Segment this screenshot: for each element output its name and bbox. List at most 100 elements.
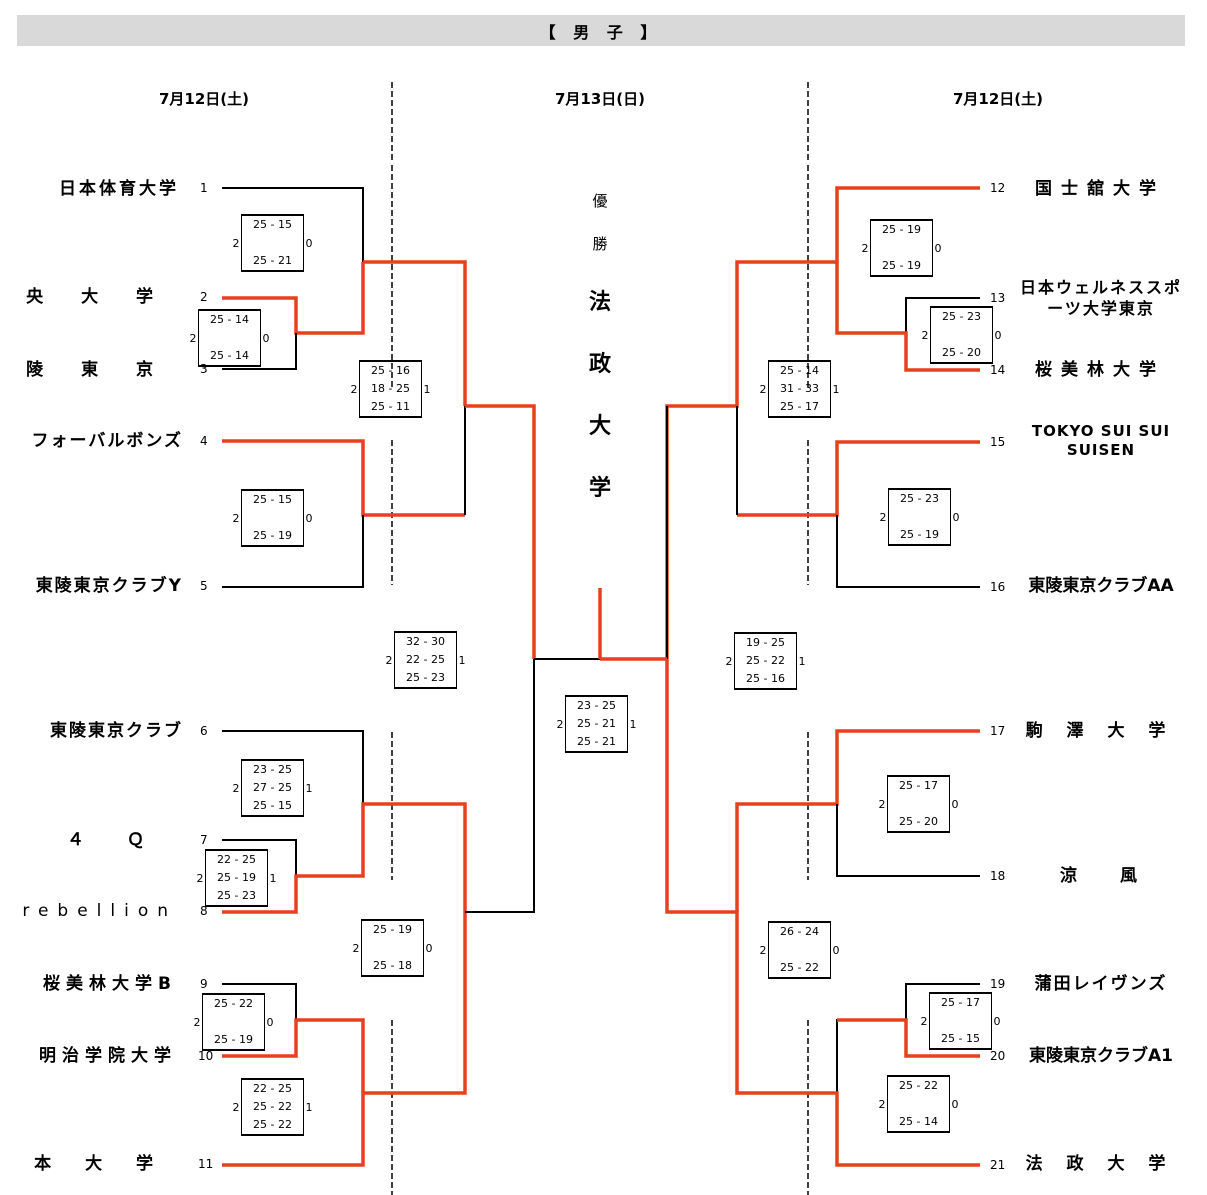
sets-won-right: 0 xyxy=(262,331,270,345)
set-score: 25 - 22 xyxy=(253,1100,292,1113)
set-score: 26 - 24 xyxy=(780,925,819,938)
set-score: 25 - 23 xyxy=(406,671,445,684)
set-score: 23 - 25 xyxy=(577,699,616,712)
team-seed: 9 xyxy=(200,977,208,991)
bracket-line-11-win xyxy=(222,912,467,1167)
team-seed: 11 xyxy=(198,1157,214,1171)
set-score xyxy=(900,508,939,526)
team-seed: 13 xyxy=(990,291,1006,305)
team-seed: 3 xyxy=(200,362,208,376)
bracket-close xyxy=(823,360,831,418)
sets-won-right: 0 xyxy=(425,941,433,955)
bracket-open xyxy=(202,993,209,1051)
sets-won-right: 1 xyxy=(305,1100,313,1114)
team-seed: 8 xyxy=(200,904,208,918)
bracket-line-13 xyxy=(905,297,980,333)
set-score: 25 - 20 xyxy=(899,815,938,828)
set-score: 25 - 15 xyxy=(253,799,292,812)
team-seed: 21 xyxy=(990,1158,1006,1172)
bracket-close xyxy=(416,919,424,977)
set-score: 31 - 33 xyxy=(780,382,819,395)
sets-won-left: 2 xyxy=(878,1097,886,1111)
team-name: 蒲田レイヴンズ xyxy=(1034,974,1168,994)
set-score: 27 - 25 xyxy=(253,781,292,794)
bracket-open xyxy=(361,919,368,977)
team-name: 中 央 大 学 xyxy=(0,287,169,307)
team-name: 日本体育大学 xyxy=(59,179,179,199)
bracket-open xyxy=(241,759,248,817)
team-name: 桜美林大学B xyxy=(43,974,177,994)
team-name: 東 陵 東 京 xyxy=(0,360,169,380)
bracket-close xyxy=(296,1078,304,1136)
bracket-open xyxy=(768,360,775,418)
set-score: 25 - 14 xyxy=(899,1115,938,1128)
set-score: 25 - 21 xyxy=(253,254,292,267)
set-scores: 25 - 17 25 - 15 xyxy=(929,992,992,1050)
team-seed: 6 xyxy=(200,724,208,738)
sets-won-right: 0 xyxy=(266,1015,274,1029)
bracket-close xyxy=(789,632,797,690)
sets-won-right: 1 xyxy=(305,781,313,795)
bracket-line-semi-top xyxy=(465,404,536,659)
champion-label-1: 優 xyxy=(592,192,608,210)
bracket-close xyxy=(414,360,422,418)
set-score: 25 - 17 xyxy=(780,400,819,413)
bracket-close xyxy=(925,219,933,277)
section-title: 【 男 子 】 xyxy=(17,15,1185,46)
set-score: 19 - 25 xyxy=(746,636,785,649)
bracket-close xyxy=(984,992,992,1050)
sets-won-left: 2 xyxy=(878,797,886,811)
team-name: 国士舘大学 xyxy=(1035,179,1165,199)
bracket-line-8-win xyxy=(222,802,467,914)
date-left: 7月12日(土) xyxy=(158,90,250,108)
team-name: rebellion xyxy=(22,901,177,921)
set-scores: 25 - 15 25 - 19 xyxy=(241,489,304,547)
team-seed: 17 xyxy=(990,724,1006,738)
set-score: 25 - 15 xyxy=(253,493,292,506)
team-name: 東陵東京クラブ xyxy=(50,721,183,741)
bracket-open xyxy=(887,775,894,833)
bracket-close xyxy=(943,488,951,546)
set-score xyxy=(941,1012,980,1030)
bracket-open xyxy=(241,1078,248,1136)
sets-won-right: 1 xyxy=(798,654,806,668)
set-score: 25 - 22 xyxy=(746,654,785,667)
bracket-close xyxy=(260,849,268,907)
sets-won-right: 0 xyxy=(952,510,960,524)
set-score: 25 - 19 xyxy=(882,259,921,272)
set-scores: 25 - 19 25 - 18 xyxy=(361,919,424,977)
champion-label-2: 勝 xyxy=(592,235,608,253)
sets-won-left: 2 xyxy=(759,382,767,396)
set-scores: 25 - 17 25 - 20 xyxy=(887,775,950,833)
set-score xyxy=(253,509,292,527)
team-name: 桜美林大学 xyxy=(1035,360,1165,380)
sets-won-right: 0 xyxy=(305,236,313,250)
team-seed: 15 xyxy=(990,435,1006,449)
set-score xyxy=(373,939,412,957)
set-scores: 25 - 23 25 - 19 xyxy=(888,488,951,546)
set-score xyxy=(780,941,819,959)
set-score: 22 - 25 xyxy=(217,853,256,866)
set-score: 25 - 17 xyxy=(941,996,980,1009)
bracket-line-18 xyxy=(836,804,980,877)
sets-won-left: 2 xyxy=(232,511,240,525)
bracket-line-21-win xyxy=(665,659,980,1167)
date-center: 7月13日(日) xyxy=(554,90,646,108)
team-seed: 2 xyxy=(200,290,208,304)
set-score xyxy=(214,1013,253,1031)
sets-won-right: 1 xyxy=(629,717,637,731)
set-scores: 25 - 22 25 - 14 xyxy=(887,1075,950,1133)
bracket-close xyxy=(296,489,304,547)
bracket-line-r2-top xyxy=(363,260,467,406)
set-score: 25 - 19 xyxy=(214,1033,253,1046)
